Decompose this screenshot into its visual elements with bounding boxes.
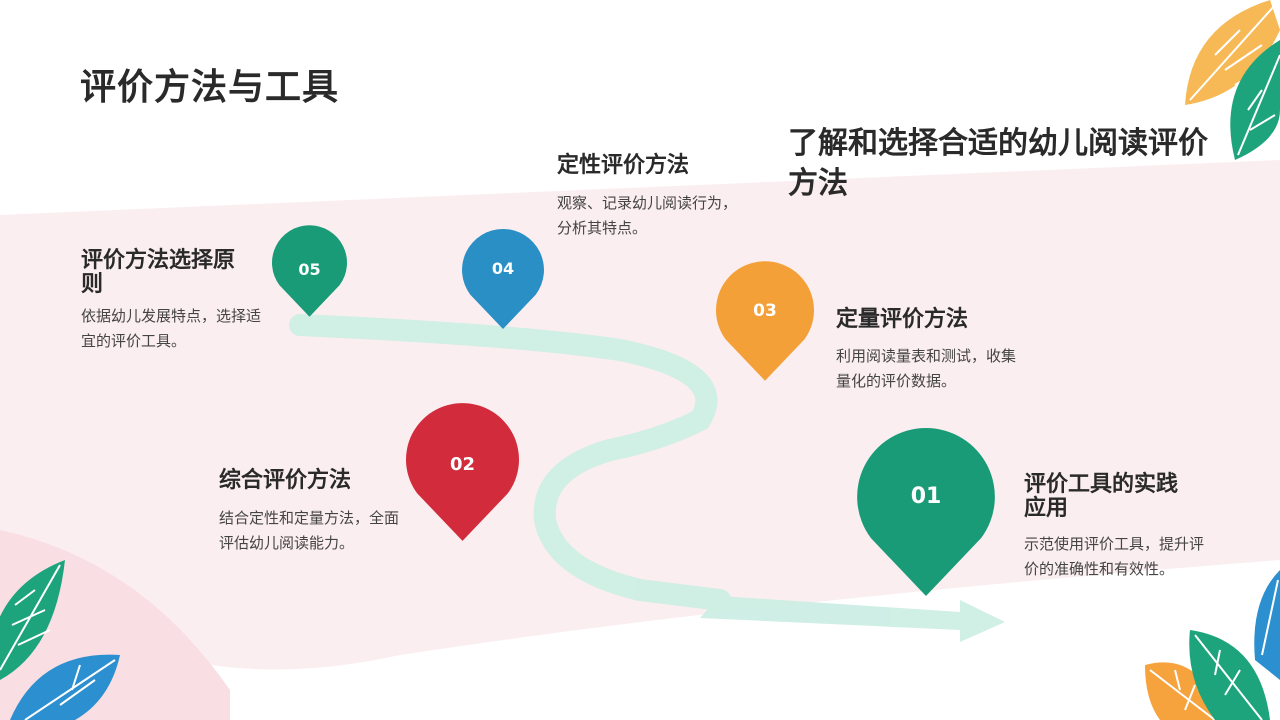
step-number: 05: [272, 260, 347, 279]
step-pin-04: 04: [462, 229, 544, 329]
step-05-desc: 依据幼儿发展特点，选择适宜的评价工具。: [81, 304, 266, 354]
step-03-title: 定量评价方法: [836, 308, 1036, 332]
step-number: 04: [462, 259, 544, 278]
step-number: 01: [857, 484, 995, 509]
step-02-desc: 结合定性和定量方法，全面评估幼儿阅读能力。: [219, 506, 404, 556]
page-title: 评价方法与工具: [80, 58, 339, 110]
page-subtitle: 了解和选择合适的幼儿阅读评价方法: [788, 124, 1208, 204]
step-pin-05: 05: [272, 225, 347, 317]
step-04-desc: 观察、记录幼儿阅读行为，分析其特点。: [557, 191, 747, 241]
pin-shape: [716, 261, 814, 381]
step-03-desc: 利用阅读量表和测试，收集量化的评价数据。: [836, 344, 1021, 394]
step-04-title: 定性评价方法: [557, 154, 757, 178]
step-pin-01: 01: [857, 428, 995, 596]
step-01-title: 评价工具的实践应用: [1024, 473, 1194, 521]
step-05-title: 评价方法选择原则: [81, 249, 251, 297]
step-pin-03: 03: [716, 261, 814, 381]
map-pin-icon: [462, 229, 544, 329]
step-number: 03: [716, 301, 814, 321]
map-pin-icon: [716, 261, 814, 381]
step-number: 02: [406, 454, 519, 475]
map-pin-icon: [857, 428, 995, 596]
leaves-bottom-right-icon: [1145, 570, 1280, 720]
step-02-title: 综合评价方法: [219, 469, 419, 493]
pin-shape: [462, 229, 544, 329]
step-pin-02: 02: [406, 403, 519, 541]
pin-shape: [857, 428, 995, 596]
step-01-desc: 示范使用评价工具，提升评价的准确性和有效性。: [1024, 532, 1209, 582]
